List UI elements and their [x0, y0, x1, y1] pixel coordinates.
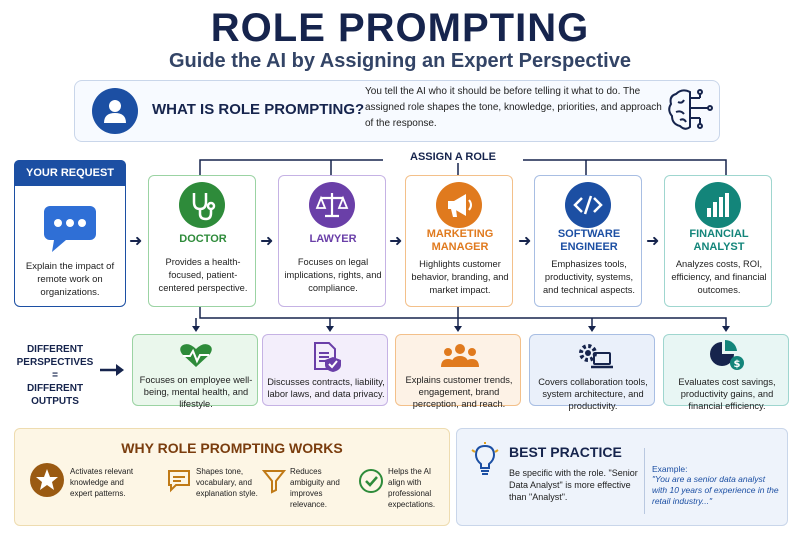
- why-item-text: Activates relevant knowledge and expert …: [70, 467, 134, 498]
- what-text: You tell the AI who it should be before …: [365, 86, 662, 129]
- page-subtitle: Guide the AI by Assigning an Expert Pers…: [169, 50, 631, 72]
- funnel-icon: [261, 468, 287, 499]
- role-desc: Analyzes costs, ROI, efficiency, and fin…: [671, 259, 767, 295]
- role-card-doctor: DOCTOR Provides a health-focused, patien…: [148, 175, 256, 307]
- output-card-lawyer: Discusses contracts, liability, labor la…: [262, 334, 388, 406]
- output-text: Focuses on employee well-being, mental h…: [139, 375, 253, 409]
- role-card-lawyer: LAWYER Focuses on legal implications, ri…: [278, 175, 386, 307]
- output-card-software: Covers collaboration tools, system archi…: [529, 334, 655, 411]
- why-item-text: Helps the AI align with professional exp…: [388, 467, 436, 509]
- arrow-right-icon: ➜: [518, 233, 532, 250]
- example-label: Example:: [652, 464, 688, 474]
- diff-line: =: [52, 370, 58, 381]
- output-text: Discusses contracts, liability, labor la…: [267, 377, 385, 399]
- role-desc: Highlights customer behavior, branding, …: [411, 259, 509, 295]
- pie-chart-icon: $: [708, 339, 746, 377]
- diff-line: DIFFERENT: [26, 344, 84, 355]
- diff-line: OUTPUTS: [31, 396, 79, 407]
- page-title: ROLE PROMPTING: [210, 6, 590, 50]
- chat-bubble-icon: [42, 204, 98, 259]
- why-item-text: Reduces ambiguity and improves relevance…: [290, 467, 340, 509]
- best-practice-title: BEST PRACTICE: [509, 444, 622, 460]
- best-practice-box: [456, 428, 788, 526]
- output-text: Explains customer trends, engagement, br…: [405, 375, 513, 409]
- bar-chart-icon: [695, 182, 741, 228]
- output-card-financial: $ Evaluates cost savings, productivity g…: [663, 334, 789, 411]
- request-header: YOUR REQUEST: [14, 160, 126, 186]
- role-desc: Provides a health-focused, patient-cente…: [158, 257, 248, 293]
- example-text: "You are a senior data analyst with 10 y…: [652, 474, 779, 506]
- scales-icon: [309, 182, 355, 228]
- people-icon: [440, 341, 480, 376]
- megaphone-icon: [436, 182, 482, 228]
- brain-circuit-icon: [664, 84, 716, 141]
- role-name: MARKETING MANAGER: [426, 228, 494, 253]
- person-icon: [92, 88, 138, 134]
- why-item-text: Shapes tone, vocabulary, and explanation…: [196, 467, 258, 498]
- role-card-financial-analyst: FINANCIAL ANALYST Analyzes costs, ROI, e…: [664, 175, 772, 307]
- role-name: SOFTWARE ENGINEER: [557, 228, 621, 253]
- different-outputs-label: DIFFERENT PERSPECTIVES = DIFFERENT OUTPU…: [12, 343, 98, 408]
- best-practice-text: Be specific with the role. "Senior Data …: [509, 468, 638, 502]
- role-desc: Focuses on legal implications, rights, a…: [284, 257, 382, 293]
- code-icon: [565, 182, 611, 228]
- diff-line: PERSPECTIVES: [16, 357, 94, 368]
- arrow-right-icon: ➜: [260, 233, 274, 250]
- request-text: Explain the impact of remote work on org…: [25, 261, 115, 298]
- arrow-right-icon: ➜: [129, 233, 143, 250]
- document-shield-icon: [311, 341, 343, 378]
- divider: [644, 448, 645, 514]
- why-box: [14, 428, 450, 526]
- output-card-marketing: Explains customer trends, engagement, br…: [395, 334, 521, 409]
- role-name: FINANCIAL ANALYST: [689, 228, 749, 253]
- arrow-right-icon: ➜: [389, 233, 403, 250]
- arrow-right-icon: ➜: [646, 233, 660, 250]
- stethoscope-icon: [179, 182, 225, 228]
- diff-line: DIFFERENT: [26, 383, 84, 394]
- why-title: WHY ROLE PROMPTING WORKS: [121, 440, 343, 456]
- output-card-doctor: Focuses on employee well-being, mental h…: [132, 334, 258, 409]
- role-card-marketing-manager: MARKETING MANAGER Highlights customer be…: [405, 175, 513, 307]
- role-name: LAWYER: [309, 233, 357, 245]
- svg-text:$: $: [734, 359, 741, 370]
- assign-role-label: ASSIGN A ROLE: [383, 151, 523, 163]
- role-name: DOCTOR: [179, 233, 227, 245]
- role-desc: Emphasizes tools, productivity, systems,…: [543, 259, 635, 295]
- star-icon: [30, 463, 64, 502]
- chat-icon: [166, 468, 192, 499]
- gear-laptop-icon: [574, 341, 614, 376]
- role-card-software-engineer: SOFTWARE ENGINEER Emphasizes tools, prod…: [534, 175, 642, 307]
- heartbeat-icon: [177, 343, 215, 374]
- what-title: WHAT IS ROLE PROMPTING?: [152, 101, 365, 118]
- lightbulb-icon: [470, 442, 500, 483]
- output-text: Evaluates cost savings, productivity gai…: [678, 377, 776, 411]
- check-circle-icon: [358, 468, 384, 499]
- what-box: [74, 80, 720, 142]
- output-text: Covers collaboration tools, system archi…: [538, 377, 648, 411]
